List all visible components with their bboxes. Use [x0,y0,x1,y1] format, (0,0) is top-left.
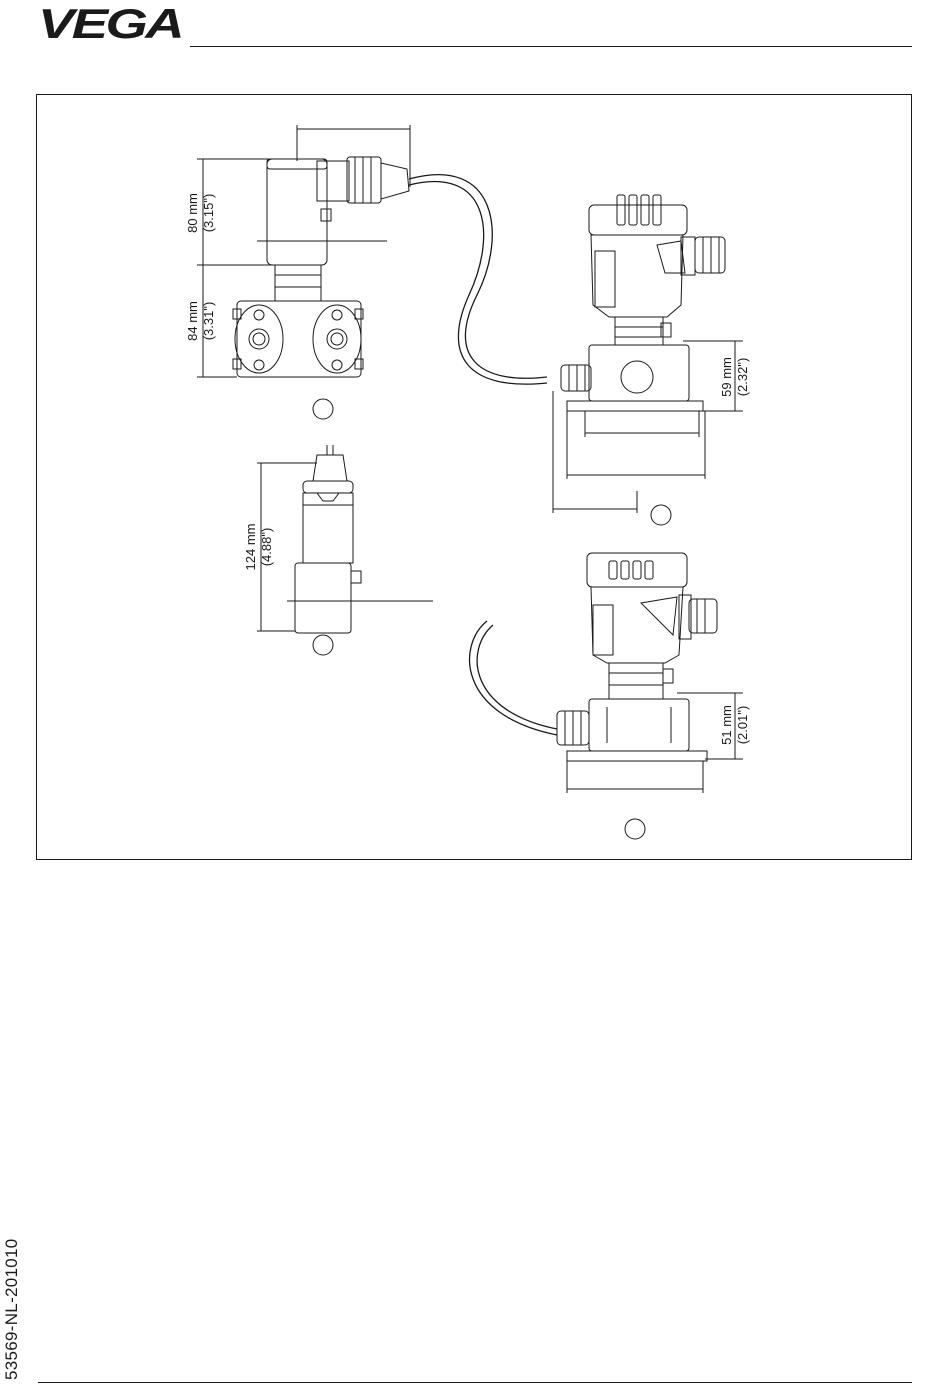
svg-text:VEGA: VEGA [38,4,182,44]
dimension-drawing-frame: 80 mm (3.15") 84 mm (3.31") 124 mm (4.88… [36,94,912,860]
dim-51mm-inch: (2.01") [735,706,750,745]
dim-80mm-inch: (3.15") [201,194,216,233]
vega-logo: VEGA [38,4,184,44]
dim-51mm: 51 mm [719,705,734,745]
drawing-1-remote-sensor [197,125,410,419]
dim-80mm: 80 mm [185,193,200,233]
document-code: 53569-NL-201010 [2,1212,24,1380]
dim-59mm-inch: (2.32") [735,358,750,397]
drawing-4-housing-alt [470,553,743,839]
dim-124mm-inch: (4.88") [259,528,274,567]
dim-124mm: 124 mm [243,524,258,571]
drawing-2-probe [257,445,433,655]
footer-rule [38,1382,912,1383]
dim-59mm: 59 mm [719,357,734,397]
dim-84mm-inch: (3.31") [201,302,216,341]
header-rule [190,46,912,47]
dimension-drawing: 80 mm (3.15") 84 mm (3.31") 124 mm (4.88… [37,95,913,861]
drawing-3-housing [553,195,743,525]
dim-84mm: 84 mm [185,301,200,341]
